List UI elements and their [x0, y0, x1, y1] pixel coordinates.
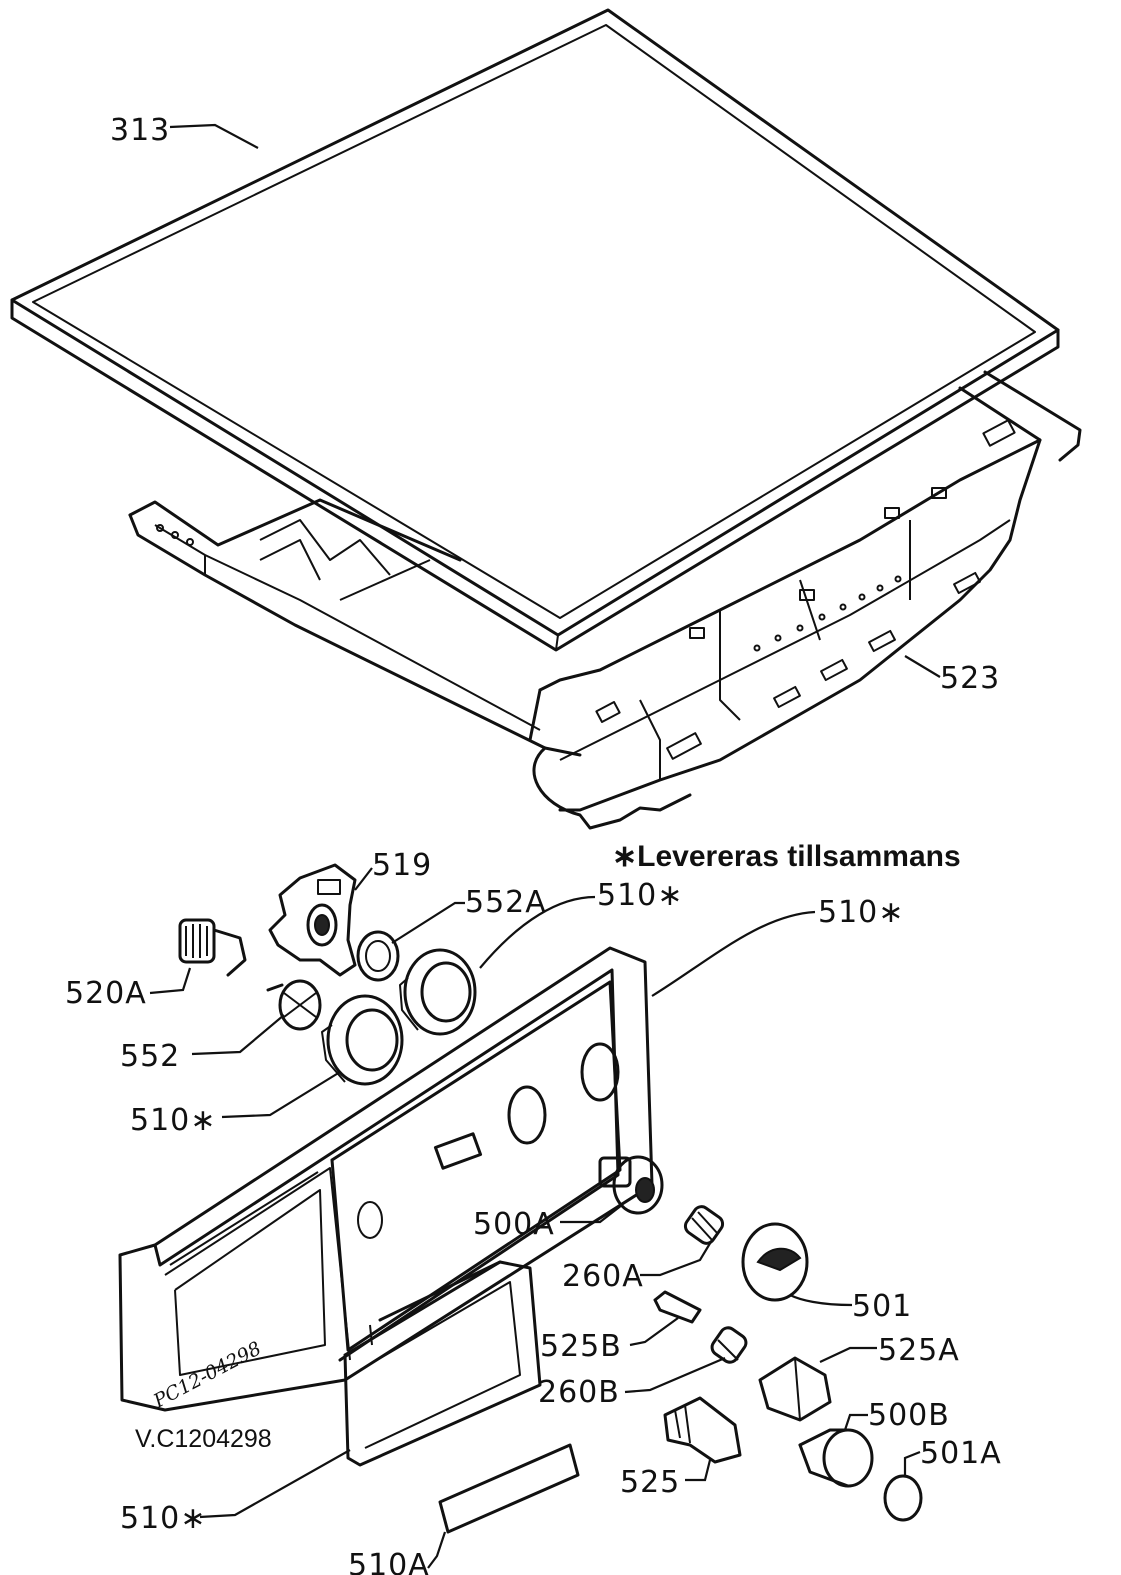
label-519: 519: [372, 848, 432, 883]
label-501A: 501A: [920, 1436, 1002, 1471]
label-525: 525: [620, 1465, 680, 1500]
part-510-knob-upper: [399, 948, 477, 1036]
part-500A: [598, 1155, 664, 1215]
label-523: 523: [940, 661, 1000, 696]
part-525B-pin: [653, 1290, 702, 1324]
leader-lines: [149, 123, 941, 1569]
part-552: [266, 979, 322, 1031]
label-510-upper-knob: 510∗: [597, 878, 683, 913]
label-260B: 260B: [538, 1375, 620, 1410]
label-313: 313: [110, 113, 170, 148]
part-510-front-panel: [118, 946, 654, 1412]
part-labels: 313 523 519 552A 510∗ 510∗ 520A 552 510∗…: [65, 113, 1002, 1575]
part-510-knob-lower: [321, 994, 404, 1086]
supplied-together-note: ∗Levereras tillsammans: [612, 840, 961, 873]
drawing-code: V.C1204298: [135, 1425, 272, 1453]
part-552A-ring: [356, 930, 400, 982]
part-510A-strip: [438, 1443, 580, 1534]
label-510A: 510A: [348, 1548, 430, 1575]
label-552A: 552A: [465, 885, 547, 920]
label-510-lower-knob: 510∗: [130, 1103, 216, 1138]
part-523-panel-frame: [128, 370, 1082, 830]
part-520A-gear: [178, 918, 247, 977]
part-260B-spring: [710, 1326, 748, 1364]
label-260A: 260A: [562, 1259, 644, 1294]
label-520A: 520A: [65, 976, 147, 1011]
label-501: 501: [852, 1289, 912, 1324]
part-501-knob: [741, 1222, 809, 1302]
part-500B: [798, 1428, 874, 1488]
part-519-housing: [268, 863, 357, 977]
label-500A: 500A: [473, 1207, 555, 1242]
part-525A-cap: [758, 1356, 832, 1422]
label-525A: 525A: [878, 1333, 960, 1368]
part-260A-spring: [683, 1205, 725, 1245]
part-501A-disc: [883, 1474, 923, 1522]
part-525: [663, 1396, 742, 1464]
label-500B: 500B: [868, 1398, 950, 1433]
label-510-drawer: 510∗: [120, 1501, 206, 1536]
label-552: 552: [120, 1039, 180, 1074]
panel-frame-holes: [753, 575, 902, 652]
label-510-front-panel: 510∗: [818, 895, 904, 930]
part-510-drawer: [343, 1260, 542, 1467]
label-525B: 525B: [540, 1329, 622, 1364]
